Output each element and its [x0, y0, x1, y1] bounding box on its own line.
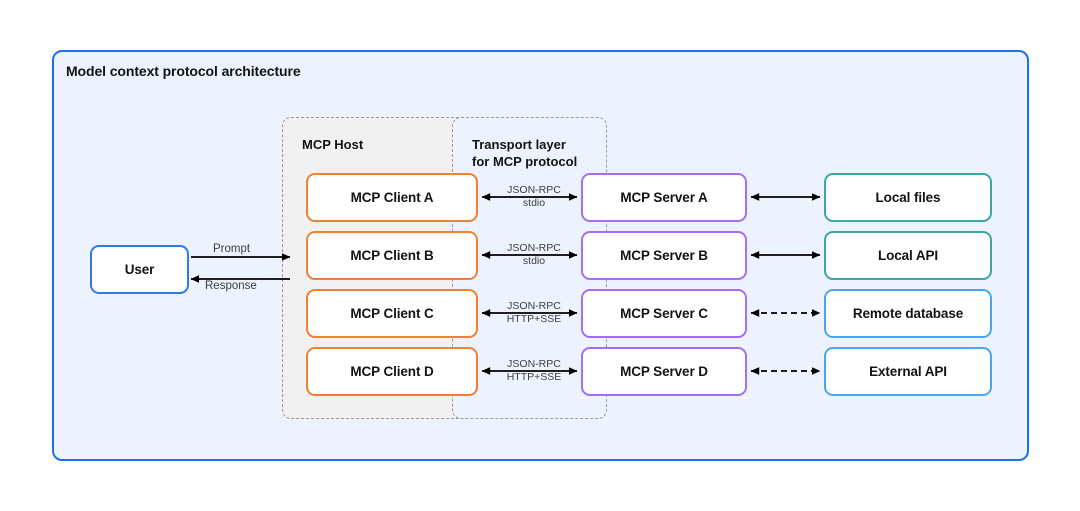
- connector-label-row-c: JSON-RPC HTTP+SSE: [506, 300, 562, 325]
- connector-label-row-a: JSON-RPC stdio: [507, 184, 561, 209]
- node-mcp-server-b[interactable]: MCP Server B: [581, 231, 747, 280]
- group-transport-layer-label: Transport layer for MCP protocol: [472, 137, 578, 169]
- arrow-label-prompt: Prompt: [213, 243, 251, 255]
- node-mcp-client-d[interactable]: MCP Client D: [306, 347, 478, 396]
- node-mcp-client-a[interactable]: MCP Client A: [306, 173, 478, 222]
- connector-label-row-d: JSON-RPC HTTP+SSE: [506, 358, 562, 383]
- node-mcp-client-b[interactable]: MCP Client B: [306, 231, 478, 280]
- node-resource-external-api[interactable]: External API: [824, 347, 992, 396]
- group-mcp-host-label: MCP Host: [302, 137, 364, 152]
- node-mcp-server-d[interactable]: MCP Server D: [581, 347, 747, 396]
- node-user[interactable]: User: [90, 245, 189, 294]
- node-mcp-client-c[interactable]: MCP Client C: [306, 289, 478, 338]
- connector-label-row-b: JSON-RPC stdio: [507, 242, 561, 267]
- arrow-label-response: Response: [205, 280, 257, 292]
- node-resource-local-files[interactable]: Local files: [824, 173, 992, 222]
- node-mcp-server-c[interactable]: MCP Server C: [581, 289, 747, 338]
- page-title: Model context protocol architecture: [66, 63, 301, 79]
- node-mcp-server-a[interactable]: MCP Server A: [581, 173, 747, 222]
- node-resource-local-api[interactable]: Local API: [824, 231, 992, 280]
- node-resource-remote-database[interactable]: Remote database: [824, 289, 992, 338]
